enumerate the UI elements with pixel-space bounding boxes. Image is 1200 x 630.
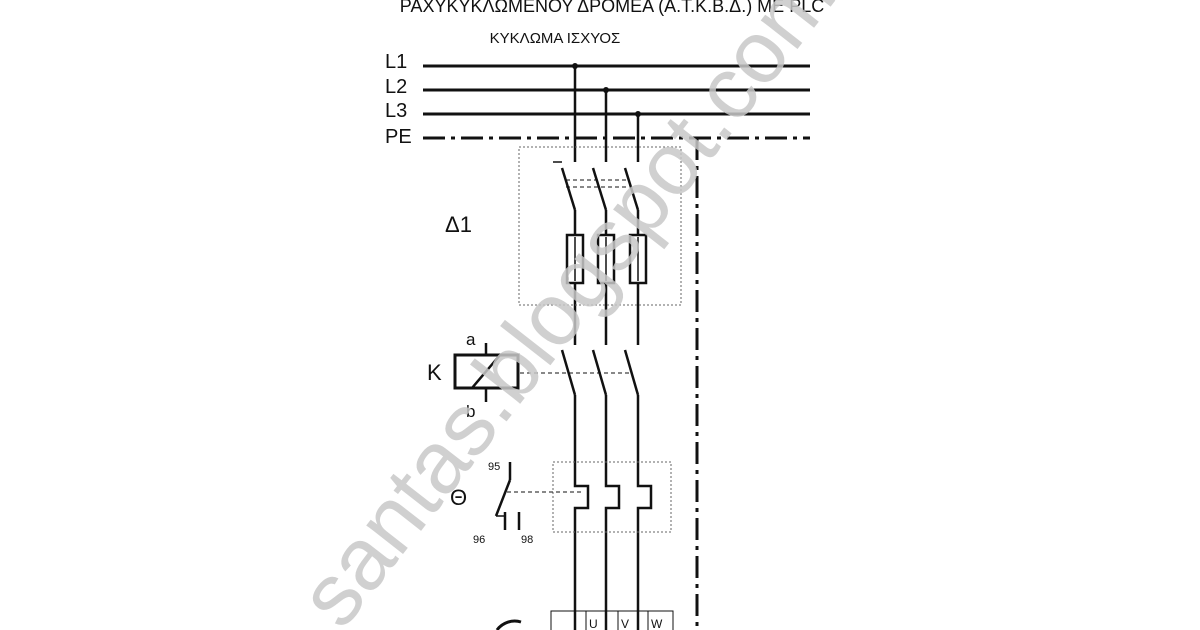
busbar-label-l2: L2	[385, 76, 407, 98]
thermal-elements	[573, 474, 653, 520]
coil-label-a: a	[466, 330, 476, 349]
contactor-coil-slash	[471, 354, 501, 389]
aux-contact-98-label: 98	[521, 534, 533, 546]
aux-contact-95-label: 95	[488, 461, 500, 473]
motor-terminal-box	[550, 610, 674, 630]
overload-aux-contacts	[494, 462, 521, 530]
fuse-switch-enclosure	[518, 146, 682, 306]
diagram-title: ΡΑΧΥΚΥΚΛΩΜΕΝΟΥ ΔΡΟΜΕΑ (Α.Τ.Κ.Β.Δ.) ΜΕ PL…	[400, 0, 824, 16]
fuse-switch-label: Δ1	[445, 212, 472, 237]
busbar-label-pe: PE	[385, 126, 412, 148]
contactor-label: Κ	[427, 360, 442, 385]
aux-contact-96-label: 96	[473, 534, 485, 546]
busbar-label-l3: L3	[385, 100, 407, 122]
motor-terminal-w: W	[651, 617, 663, 630]
overload-label: Θ	[450, 485, 467, 510]
motor-terminal-v: V	[621, 617, 629, 630]
watermark-text: santas.blogspot.com	[279, 0, 854, 630]
fuse-switch-blades	[553, 161, 640, 211]
busbars	[423, 64, 810, 140]
terminal-dividers	[585, 611, 649, 630]
busbar-label-l1: L1	[385, 51, 407, 73]
coil-label-b: b	[466, 402, 475, 421]
motor-symbol-partial	[495, 619, 522, 630]
motor-terminal-u: U	[589, 617, 598, 630]
diagram-subtitle: ΚΥΚΛΩΜΑ ΙΣΧΥΟΣ	[490, 30, 621, 47]
overload-enclosure	[552, 461, 672, 533]
fuse-elements	[574, 237, 639, 281]
